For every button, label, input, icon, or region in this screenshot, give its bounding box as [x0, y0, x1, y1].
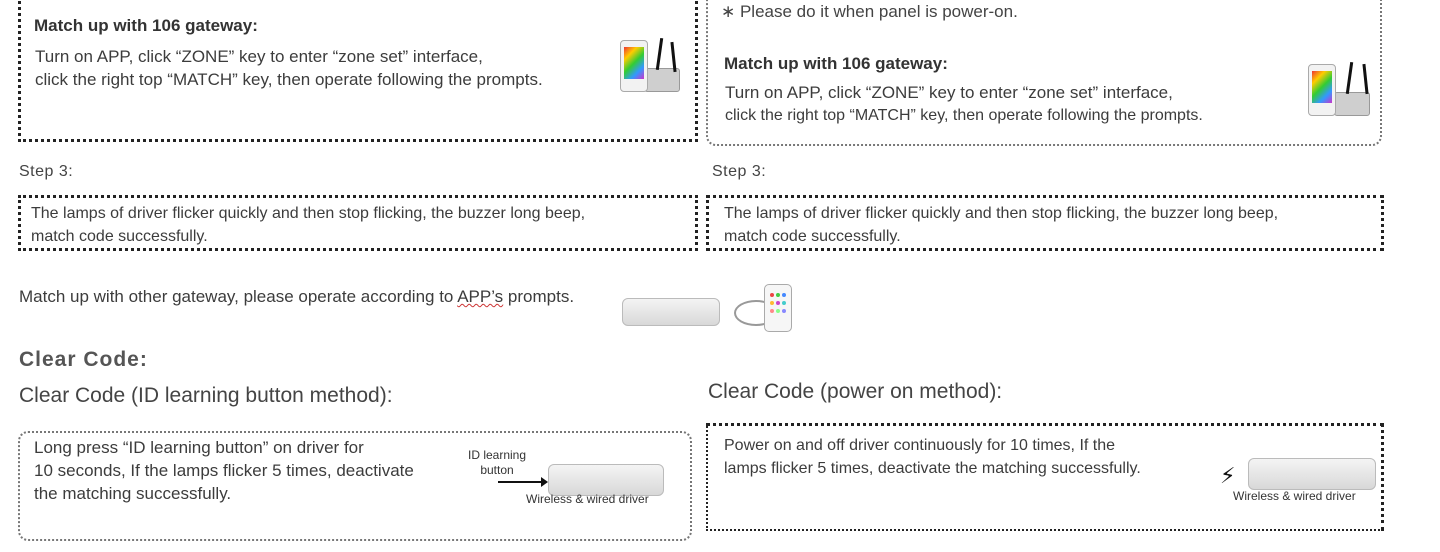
driver-caption-right: Wireless & wired driver — [1233, 489, 1356, 503]
right-gateway-line1: Turn on APP, click “ZONE” key to enter “… — [725, 83, 1173, 102]
id-learning-label-line1: ID learning — [467, 448, 527, 462]
lightning-icon: ⚡ — [1220, 464, 1236, 489]
right-gateway-heading: Match up with 106 gateway: — [724, 54, 948, 73]
driver-caption-left: Wireless & wired driver — [526, 492, 649, 506]
power-method-line2: lamps flicker 5 times, deactivate the ma… — [724, 460, 1141, 477]
right-gateway-box — [706, 0, 1382, 146]
gateway-phone-image — [1306, 56, 1372, 120]
driver-image — [622, 298, 720, 326]
other-gateway-text-after: prompts. — [503, 287, 575, 306]
right-note: ∗ Please do it when panel is power-on. — [721, 2, 1018, 21]
right-step3-box — [706, 195, 1384, 251]
remote-image — [732, 282, 796, 332]
power-method-title: Clear Code (power on method): — [708, 380, 1003, 403]
left-gateway-line1: Turn on APP, click “ZONE” key to enter “… — [35, 47, 483, 66]
left-gateway-text: Turn on APP, click “ZONE” key to enter “… — [35, 45, 543, 91]
arrow-icon — [498, 477, 548, 487]
left-gateway-heading: Match up with 106 gateway: — [34, 16, 258, 35]
app-word: APP’s — [457, 287, 504, 306]
id-learning-label: ID learning button — [462, 448, 532, 478]
other-gateway-text: Match up with other gateway, please oper… — [19, 285, 574, 308]
left-step3-line1: The lamps of driver flicker quickly and … — [31, 205, 586, 222]
driver-image — [1248, 458, 1376, 490]
left-step3-box — [18, 195, 698, 251]
button-method-line1: Long press “ID learning button” on drive… — [34, 438, 364, 457]
power-method-box — [706, 423, 1384, 531]
left-gateway-box — [18, 0, 698, 142]
id-learning-label-line2: button — [480, 463, 514, 477]
power-method-line1: Power on and off driver continuously for… — [724, 437, 1116, 454]
button-method-line3: the matching successfully. — [34, 484, 232, 503]
other-gateway-text-before: Match up with other gateway, please oper… — [19, 287, 458, 306]
left-gateway-line2: click the right top “MATCH” key, then op… — [35, 70, 543, 89]
right-step3-text: The lamps of driver flicker quickly and … — [724, 202, 1278, 248]
right-gateway-line2: click the right top “MATCH” key, then op… — [725, 107, 1203, 124]
button-method-line2: 10 seconds, If the lamps flicker 5 times… — [34, 461, 414, 480]
right-step3-line2: match code successfully. — [724, 228, 901, 245]
left-step3-text: The lamps of driver flicker quickly and … — [31, 202, 585, 248]
left-step3-line2: match code successfully. — [31, 228, 208, 245]
gateway-phone-image — [618, 34, 682, 96]
clear-code-heading: Clear Code: — [19, 348, 148, 371]
button-method-title: Clear Code (ID learning button method): — [19, 384, 393, 407]
power-method-text: Power on and off driver continuously for… — [724, 434, 1141, 480]
right-step3-line1: The lamps of driver flicker quickly and … — [724, 205, 1279, 222]
driver-image — [548, 464, 664, 496]
left-step3-label: Step 3: — [19, 163, 74, 180]
button-method-text: Long press “ID learning button” on drive… — [34, 436, 414, 505]
right-gateway-text: Turn on APP, click “ZONE” key to enter “… — [725, 81, 1203, 127]
button-method-box — [18, 431, 692, 541]
right-step3-label: Step 3: — [712, 163, 767, 180]
